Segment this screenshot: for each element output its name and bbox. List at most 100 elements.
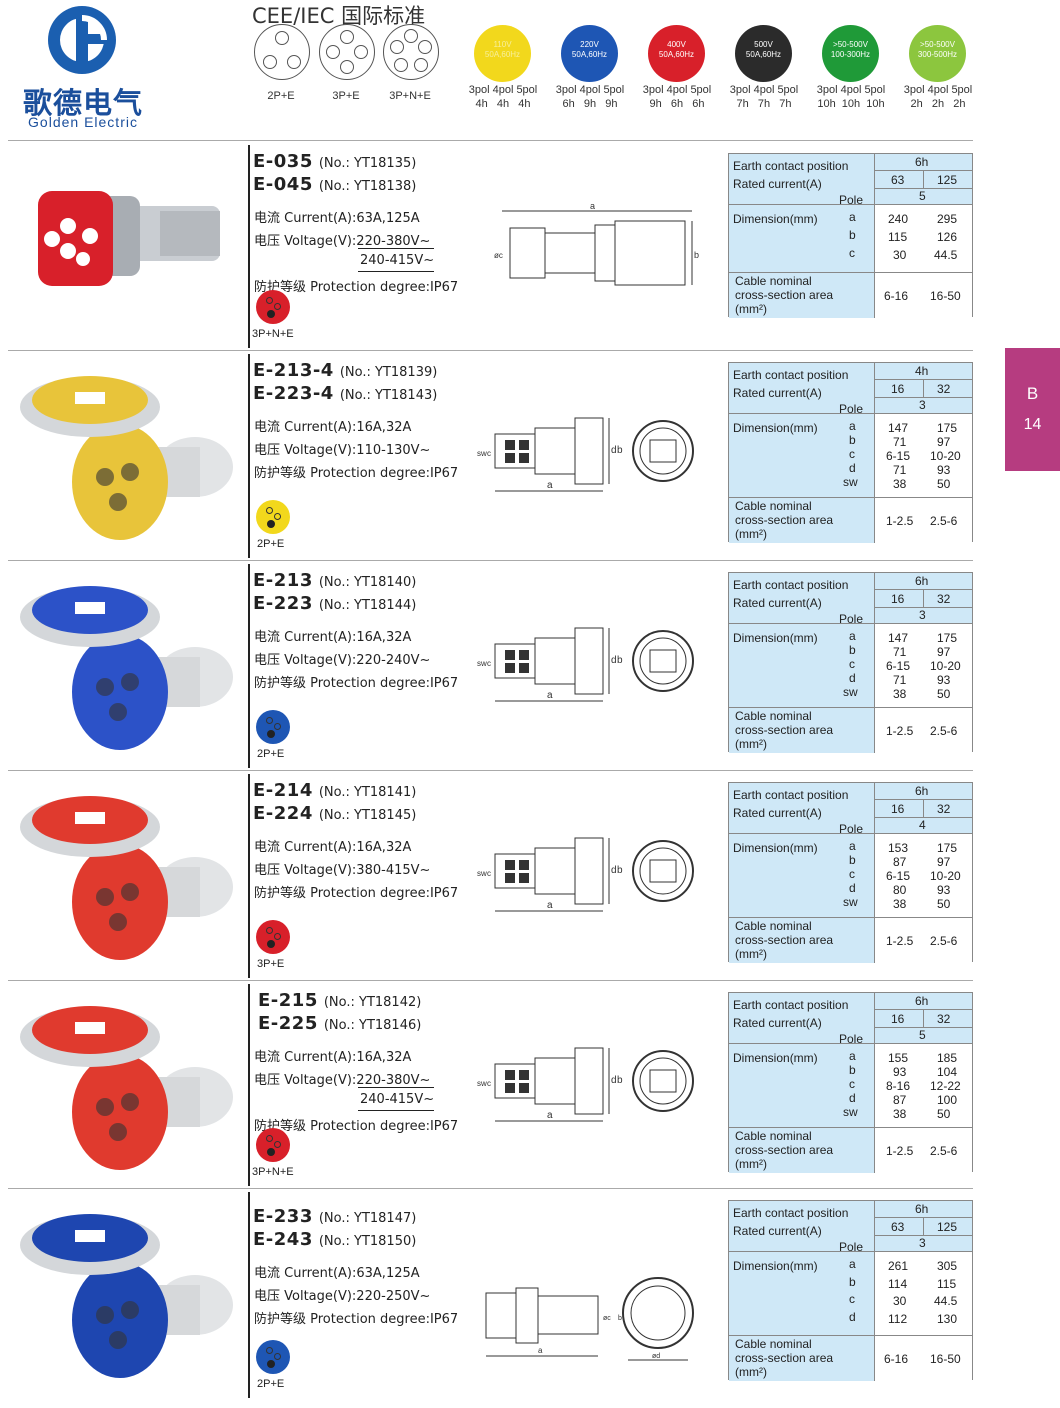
spec-current: 电流 Current(A):63A,125A xyxy=(254,1266,420,1281)
label-earth: Earth contact position xyxy=(733,159,849,173)
dim-value: 71 xyxy=(893,435,907,449)
label-cable: Cable nominal xyxy=(735,919,812,933)
pin-config-icon xyxy=(256,1340,290,1374)
pin-config-icon xyxy=(256,500,290,534)
dim-label-d: ød xyxy=(652,1353,660,1360)
cable-value: 2.5-6 xyxy=(930,724,958,738)
spec-voltage: 电压 Voltage(V):220-250V~ xyxy=(254,1289,431,1304)
dim-value: 261 xyxy=(888,1259,909,1273)
dim-label-c: c xyxy=(487,449,491,458)
dim-value: 50 xyxy=(937,897,951,911)
pin-label: 2P+E xyxy=(267,90,295,102)
model-line: E-213(No.: YT18140) xyxy=(253,570,416,591)
label-cable: (mm²) xyxy=(735,527,767,541)
dim-value: 71 xyxy=(893,463,907,477)
table-hline xyxy=(874,817,972,818)
industrial-socket-photo-icon xyxy=(20,1214,233,1378)
product-section: E-035(No.: YT18135)E-045(No.: YT18138)电流… xyxy=(0,141,1000,350)
cable-value: 2.5-6 xyxy=(930,1144,958,1158)
dim-label-sw: sw xyxy=(477,1079,487,1088)
model-line: E-225(No.: YT18146) xyxy=(258,1013,421,1034)
dim-label-a: a xyxy=(590,203,595,211)
dim-label-sw: sw xyxy=(477,449,487,458)
earth-value: 6h xyxy=(915,155,929,169)
voltage-code-line2: 100-300Hz xyxy=(830,50,871,59)
hours-text: 7h 7h 7h xyxy=(736,98,792,110)
pole-value: 4 xyxy=(919,818,926,832)
model-number: (No.: YT18142) xyxy=(323,995,422,1010)
dim-label-c: øc xyxy=(494,251,503,260)
earth-value: 6h xyxy=(915,994,929,1008)
spec-voltage: 电压 Voltage(V):220-380V~ xyxy=(254,1073,431,1088)
underline xyxy=(358,1110,434,1111)
dim-value: 10-20 xyxy=(930,869,961,883)
label-cable: cross-section area xyxy=(735,723,834,737)
dim-value: 240 xyxy=(888,212,909,226)
pole-value: 3 xyxy=(919,1236,926,1250)
label-earth: Earth contact position xyxy=(733,998,849,1012)
label-dimension: Dimension(mm) xyxy=(733,1259,818,1273)
dim-value: 147 xyxy=(888,421,909,435)
spec-voltage: 电压 Voltage(V):380-415V~ xyxy=(254,863,431,878)
label-cable: (mm²) xyxy=(735,302,767,316)
model-line: E-223(No.: YT18144) xyxy=(253,593,416,614)
underline xyxy=(358,248,434,249)
dim-label-b: b xyxy=(617,1075,623,1086)
pin-label: 3P+N+E xyxy=(389,90,431,102)
label-rated: Rated current(A) xyxy=(733,806,822,820)
dim-key: sw xyxy=(843,895,858,909)
cable-value: 1-2.5 xyxy=(886,514,914,528)
table-cable-bg xyxy=(729,497,874,543)
table-dim-bg xyxy=(729,1043,874,1127)
label-earth: Earth contact position xyxy=(733,368,849,382)
model-line: E-045(No.: YT18138) xyxy=(253,174,416,195)
spec-voltage: 电压 Voltage(V):220-380V~ xyxy=(254,234,431,249)
dim-key: b xyxy=(849,643,856,657)
dim-key: a xyxy=(849,629,856,643)
model-number: (No.: YT18146) xyxy=(323,1018,422,1033)
table-vline xyxy=(923,1217,924,1235)
table-dim-values-bg xyxy=(874,204,972,272)
rated-value: 63 xyxy=(891,173,905,187)
rated-value: 32 xyxy=(937,592,951,606)
table-vline xyxy=(923,799,924,817)
dim-key: c xyxy=(849,447,855,461)
voltage-code-line1: >50-500V xyxy=(833,40,868,49)
model-number: (No.: YT18141) xyxy=(318,785,417,800)
cable-value: 2.5-6 xyxy=(930,934,958,948)
section-vertical-bar xyxy=(248,354,250,558)
rated-value: 32 xyxy=(937,1012,951,1026)
tab-letter: B xyxy=(1026,384,1039,403)
dim-key: d xyxy=(849,461,856,475)
label-rated: Rated current(A) xyxy=(733,596,822,610)
table-header-bg xyxy=(729,1201,972,1251)
pole-value: 3 xyxy=(919,398,926,412)
pin-config-icon xyxy=(256,920,290,954)
dim-key: sw xyxy=(843,685,858,699)
poles-text: 3pol 4pol 5pol xyxy=(729,84,799,96)
dim-key: d xyxy=(849,1091,856,1105)
dim-value: 97 xyxy=(937,435,951,449)
table-hline xyxy=(729,623,972,624)
dim-label-b: b xyxy=(617,865,623,876)
table-hline xyxy=(874,397,972,398)
hours-text: 6h 9h 9h xyxy=(562,98,618,110)
dim-value: 10-20 xyxy=(930,659,961,673)
table-vline xyxy=(923,170,924,188)
dim-value: 185 xyxy=(937,1051,958,1065)
earth-value: 6h xyxy=(915,1202,929,1216)
dim-label-sw: sw xyxy=(477,869,487,878)
dim-label-c: øc xyxy=(603,1315,611,1322)
table-cable-bg xyxy=(729,917,874,963)
label-cable: Cable nominal xyxy=(735,274,812,288)
dim-value: 38 xyxy=(893,477,907,491)
section-vertical-bar xyxy=(248,774,250,978)
pin-label: 3P+E xyxy=(332,90,360,102)
dim-key: d xyxy=(849,1309,856,1324)
